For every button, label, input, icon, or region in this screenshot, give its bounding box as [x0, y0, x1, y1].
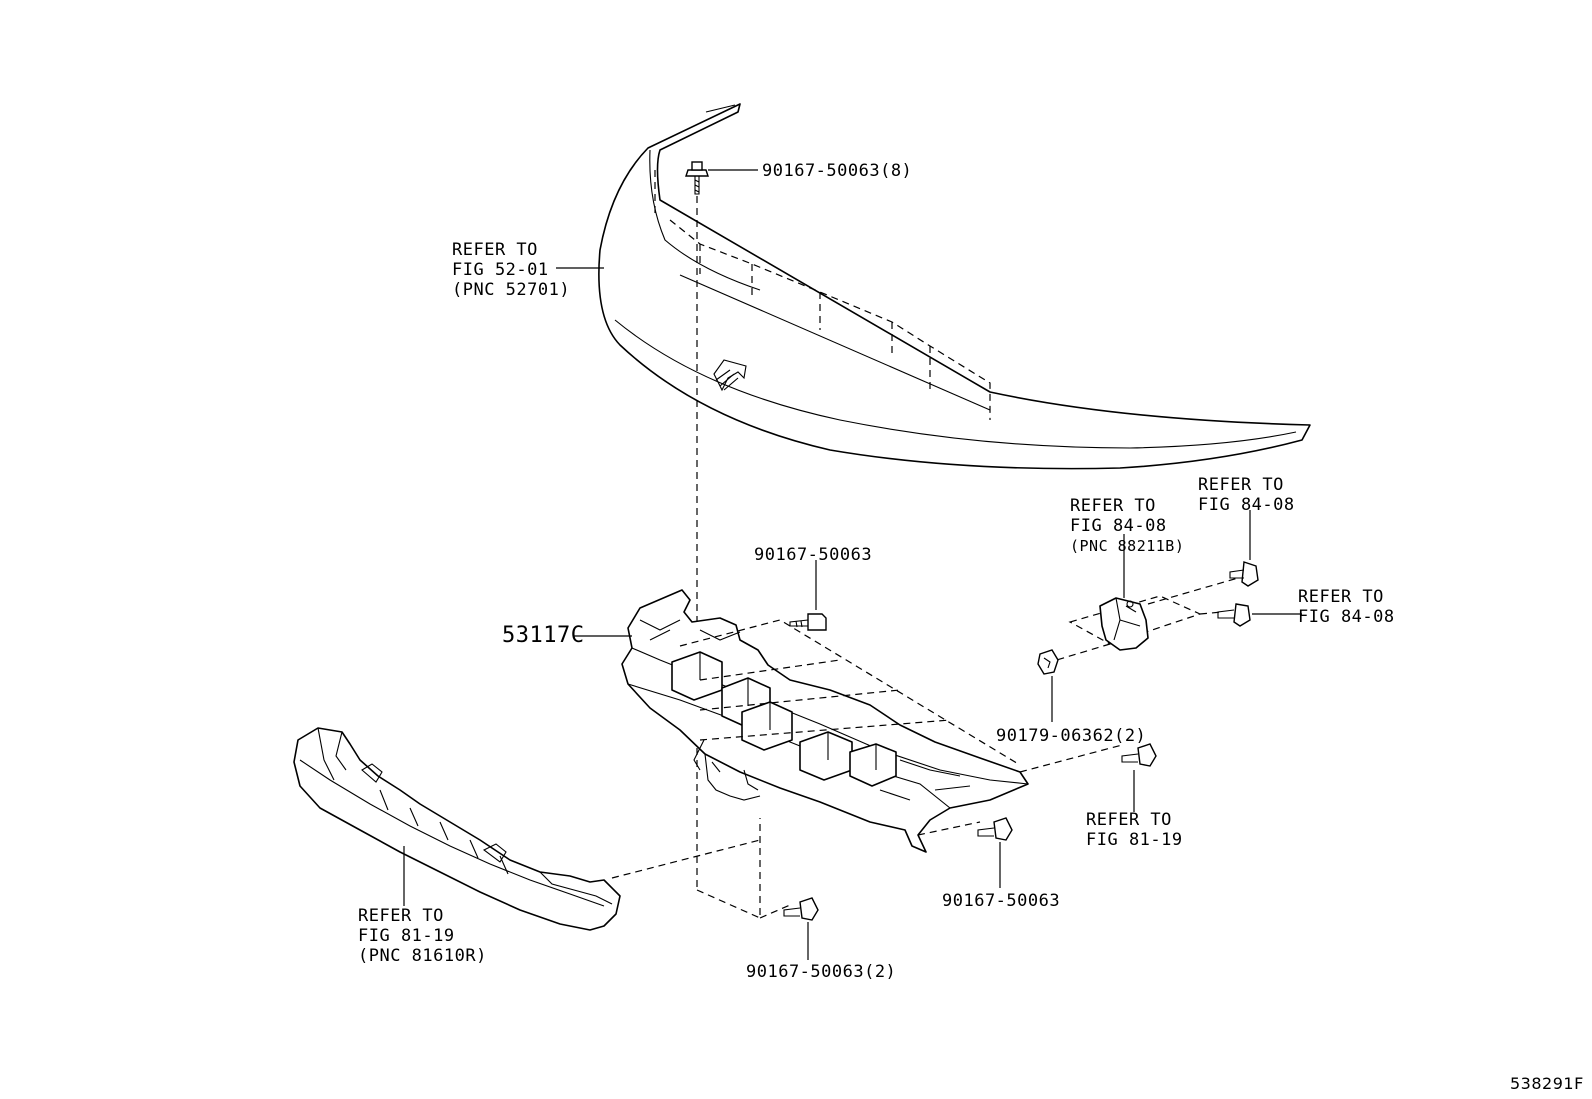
figure-id: 538291F [1510, 1074, 1584, 1093]
sensor-refer-label: REFER TO FIG 84-08 (PNC 88211B) [1070, 496, 1185, 555]
sensor-unit [1068, 595, 1202, 651]
bolt-lower-right-label: 90167-50063 [942, 891, 1061, 911]
bolt-top-icon [685, 161, 709, 195]
refer-right-mid-label: REFER TO FIG 84-08 [1298, 587, 1395, 627]
bolt-bottom-label: 90167-50063(2) [746, 962, 897, 982]
bolt-mid-label: 90167-50063 [754, 545, 873, 565]
nut-icon [1037, 649, 1059, 675]
bolt-lower-right-icon [977, 817, 1013, 841]
bolt-mid-icon [789, 613, 827, 631]
nut-label: 90179-06362(2) [996, 726, 1147, 746]
hood-panel [598, 103, 1311, 470]
bolt-right-lower-icon [1121, 743, 1157, 767]
hood-refer-label: REFER TO FIG 52-01 (PNC 52701) [452, 240, 571, 300]
bolt-right-mid-icon [1217, 603, 1251, 627]
bolt-top-label: 90167-50063(8) [762, 161, 913, 181]
refer-fig81-right-label: REFER TO FIG 81-19 [1086, 810, 1183, 850]
bumper-refer-label: REFER TO FIG 81-19 (PNC 81610R) [358, 906, 487, 966]
radiator-support-bracket [621, 589, 1029, 853]
bolt-bottom-icon [783, 897, 819, 921]
bumper-reinforcement [293, 727, 621, 931]
refer-right-top-label: REFER TO FIG 84-08 [1198, 475, 1295, 515]
bolt-right-top-icon [1229, 561, 1259, 587]
part-number-53117c: 53117C [502, 623, 585, 648]
